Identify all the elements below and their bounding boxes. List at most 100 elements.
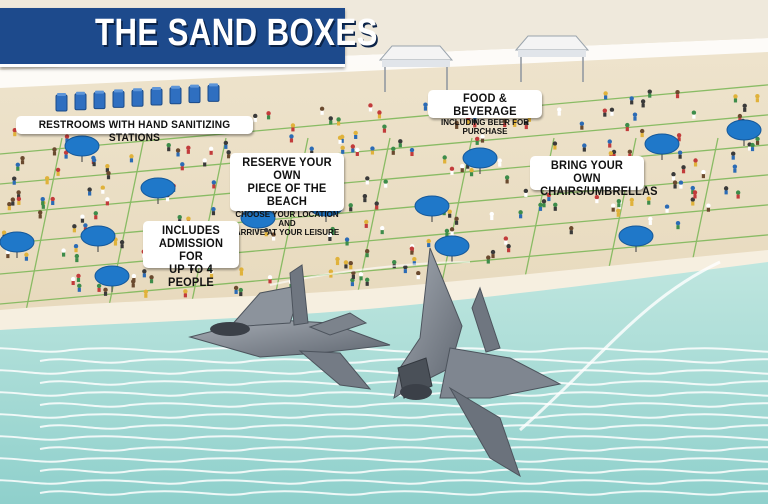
person-icon xyxy=(391,146,396,152)
person-icon xyxy=(358,272,364,277)
person-icon xyxy=(129,158,134,163)
person-icon xyxy=(692,190,698,195)
person-icon xyxy=(291,127,295,132)
person-icon xyxy=(239,271,244,276)
person-icon xyxy=(553,206,557,211)
person-icon xyxy=(349,207,353,212)
person-icon xyxy=(354,134,358,139)
person-icon xyxy=(391,150,395,155)
beach-crowd xyxy=(1,89,760,298)
portable-toilet-icon xyxy=(152,87,161,90)
title-banner: THE SAND BOXES xyxy=(0,8,377,67)
person-icon xyxy=(480,138,485,143)
person-icon xyxy=(473,123,477,128)
reserve-label-line2: PIECE OF THE BEACH xyxy=(247,181,327,208)
person-icon xyxy=(74,248,78,253)
person-icon xyxy=(630,100,634,105)
person-icon xyxy=(426,238,431,244)
person-icon xyxy=(375,205,379,210)
person-icon xyxy=(10,197,16,202)
person-icon xyxy=(336,117,341,122)
person-icon xyxy=(569,230,573,235)
person-icon xyxy=(341,149,345,154)
person-icon xyxy=(203,162,207,167)
person-icon xyxy=(80,214,85,219)
person-icon xyxy=(735,190,741,195)
person-icon xyxy=(627,149,633,155)
person-icon xyxy=(175,148,181,153)
person-icon xyxy=(472,119,478,124)
person-icon xyxy=(538,202,543,208)
reserve-sublabel-line1: CHOOSE YOUR LOCATION AND xyxy=(235,210,339,228)
person-icon xyxy=(16,196,22,202)
person-icon xyxy=(748,146,752,151)
person-icon xyxy=(239,292,243,297)
person-icon xyxy=(353,130,358,136)
person-icon xyxy=(12,180,16,185)
person-icon xyxy=(410,250,414,255)
person-icon xyxy=(106,171,111,176)
person-icon xyxy=(350,144,356,149)
person-icon xyxy=(88,191,92,196)
person-icon xyxy=(365,253,369,258)
person-icon xyxy=(676,225,680,230)
person-icon xyxy=(227,154,231,159)
person-icon xyxy=(264,232,268,237)
person-icon xyxy=(648,93,652,98)
portable-toilet-icon xyxy=(171,85,180,89)
person-icon xyxy=(264,228,269,233)
person-icon xyxy=(608,143,612,148)
person-icon xyxy=(329,120,333,125)
person-icon xyxy=(640,99,646,104)
person-icon xyxy=(364,223,368,228)
person-icon xyxy=(617,203,621,208)
person-icon xyxy=(380,225,385,231)
person-icon xyxy=(546,192,552,198)
person-icon xyxy=(455,124,459,129)
person-icon xyxy=(113,241,118,246)
person-icon xyxy=(363,198,367,203)
person-icon xyxy=(701,169,706,175)
person-icon xyxy=(223,140,229,146)
person-icon xyxy=(632,112,638,117)
person-icon xyxy=(755,98,759,103)
person-icon xyxy=(579,121,585,126)
person-icon xyxy=(490,216,494,221)
person-icon xyxy=(625,127,629,132)
person-icon xyxy=(266,111,271,116)
person-icon xyxy=(132,278,136,283)
person-icon xyxy=(377,110,382,115)
person-icon xyxy=(309,146,314,151)
person-icon xyxy=(80,218,85,223)
person-icon xyxy=(209,269,214,274)
person-icon xyxy=(503,236,509,241)
person-icon xyxy=(70,276,76,282)
person-icon xyxy=(737,113,743,119)
person-icon xyxy=(724,190,728,195)
person-icon xyxy=(469,172,474,177)
chairs-label-line1: BRING YOUR OWN xyxy=(550,158,624,185)
portable-toilet-icon xyxy=(169,87,182,105)
person-icon xyxy=(409,246,415,251)
person-icon xyxy=(423,106,428,111)
person-icon xyxy=(211,211,216,216)
person-icon xyxy=(351,274,355,279)
person-icon xyxy=(105,197,110,202)
person-icon xyxy=(364,277,370,283)
person-icon xyxy=(629,197,635,203)
person-icon xyxy=(384,183,388,188)
portable-toilet-icon xyxy=(74,93,87,111)
person-icon xyxy=(13,132,17,137)
person-icon xyxy=(41,204,45,209)
person-icon xyxy=(445,232,449,237)
person-icon xyxy=(382,128,387,133)
person-icon xyxy=(340,138,344,143)
person-icon xyxy=(16,190,21,195)
person-icon xyxy=(176,152,180,157)
person-icon xyxy=(71,281,75,286)
person-icon xyxy=(364,249,370,254)
person-icon xyxy=(253,113,258,119)
wave-line xyxy=(39,402,768,408)
person-icon xyxy=(143,289,149,294)
umbrella-icon xyxy=(94,265,130,287)
